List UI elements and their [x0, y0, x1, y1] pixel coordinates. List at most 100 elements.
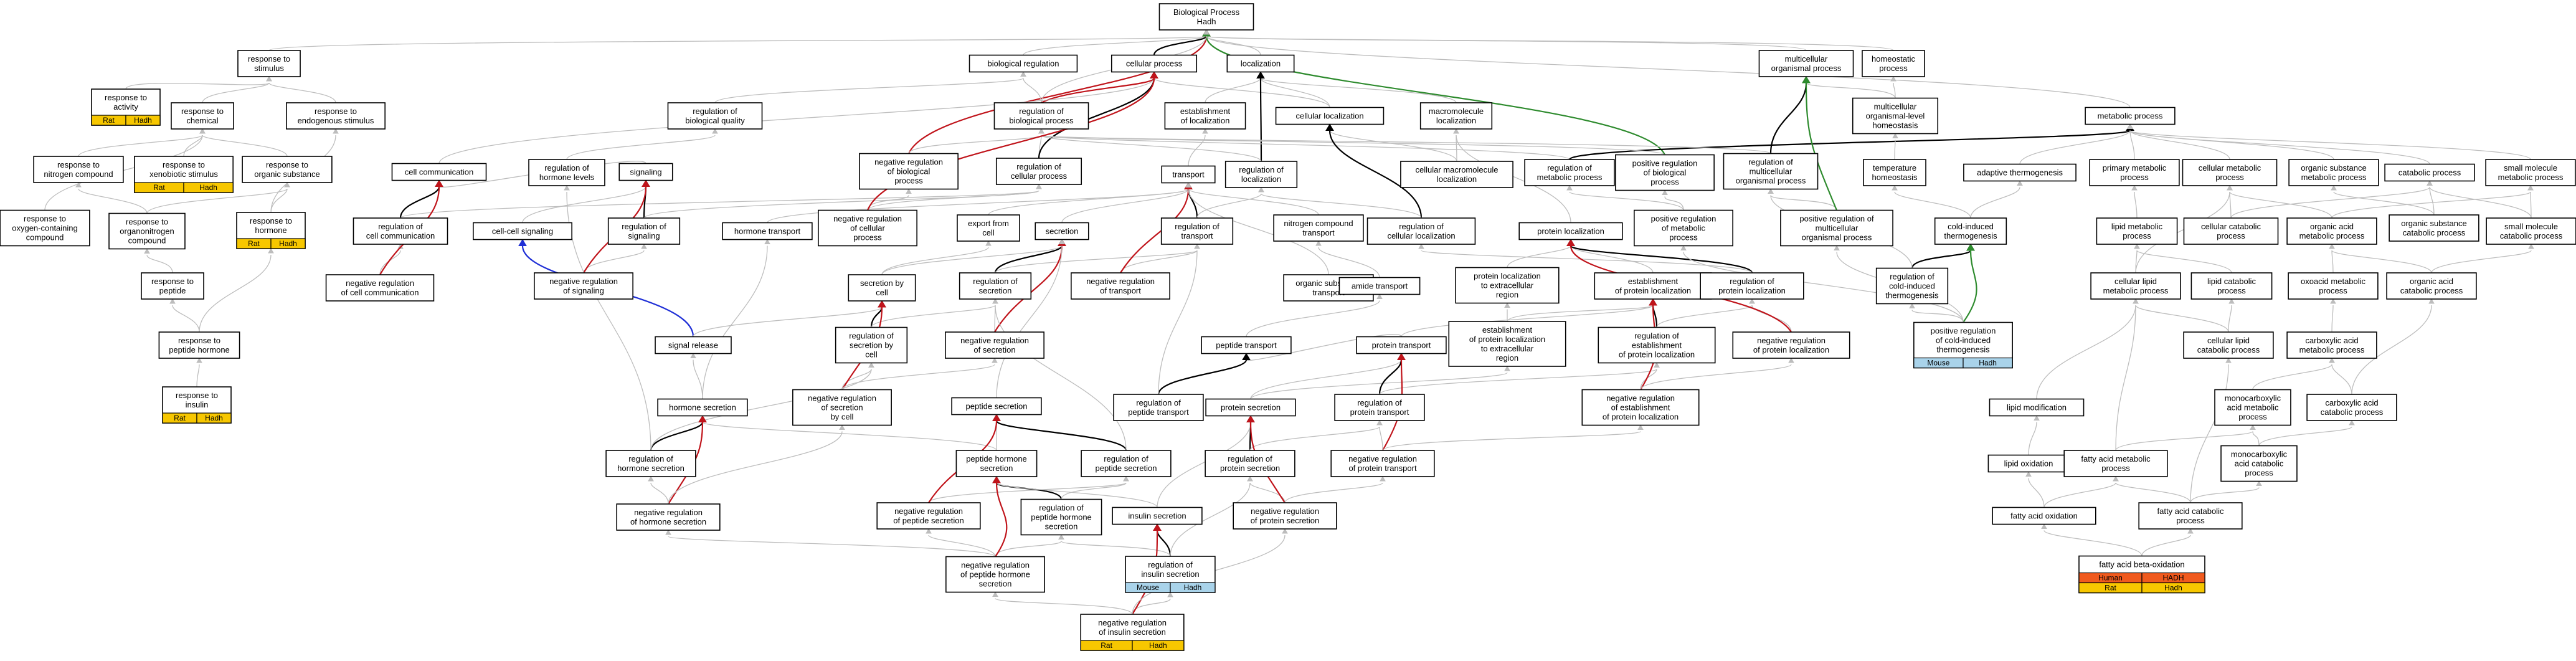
go-term-node-bio-reg[interactable]: biological regulation [968, 54, 1078, 73]
go-term-node-amide-transport[interactable]: amide transport [1338, 277, 1421, 295]
go-term-node-peptide-secretion[interactable]: peptide secretion [951, 397, 1042, 416]
go-term-node-pos-reg-multicell[interactable]: positive regulation ofmulticellularorgan… [1780, 209, 1893, 247]
go-term-node-localization[interactable]: localization [1226, 54, 1295, 73]
go-term-node-lipid-mod[interactable]: lipid modification [1989, 398, 2085, 417]
go-term-node-metabolic[interactable]: metabolic process [2085, 107, 2176, 125]
go-term-node-protein-secretion[interactable]: protein secretion [1205, 398, 1296, 417]
go-term-node-hormone-secretion[interactable]: hormone secretion [657, 398, 748, 417]
go-term-node-cell-comm[interactable]: cell communication [391, 163, 487, 181]
go-term-node-adapt-thermo[interactable]: adaptive thermogenesis [1963, 163, 2076, 182]
go-term-node-fatty-acid-oxidation[interactable]: fatty acid oxidation [1992, 506, 2096, 525]
go-term-node-cell-proc[interactable]: cellular process [1110, 54, 1198, 73]
go-term-node-signaling[interactable]: signaling [618, 163, 673, 181]
go-term-node-signal-release[interactable]: signal release [655, 336, 732, 354]
go-term-node-protein-transport[interactable]: protein transport [1356, 336, 1447, 354]
go-term-node-secretion[interactable]: secretion [1035, 222, 1089, 240]
go-term-node-peptide-transport[interactable]: peptide transport [1201, 336, 1292, 354]
go-term-node-transport[interactable]: transport [1161, 165, 1216, 184]
go-term-node-cell-cell-sig[interactable]: cell-cell signaling [473, 222, 572, 240]
go-term-node-cell-loc[interactable]: cellular localization [1275, 107, 1385, 125]
